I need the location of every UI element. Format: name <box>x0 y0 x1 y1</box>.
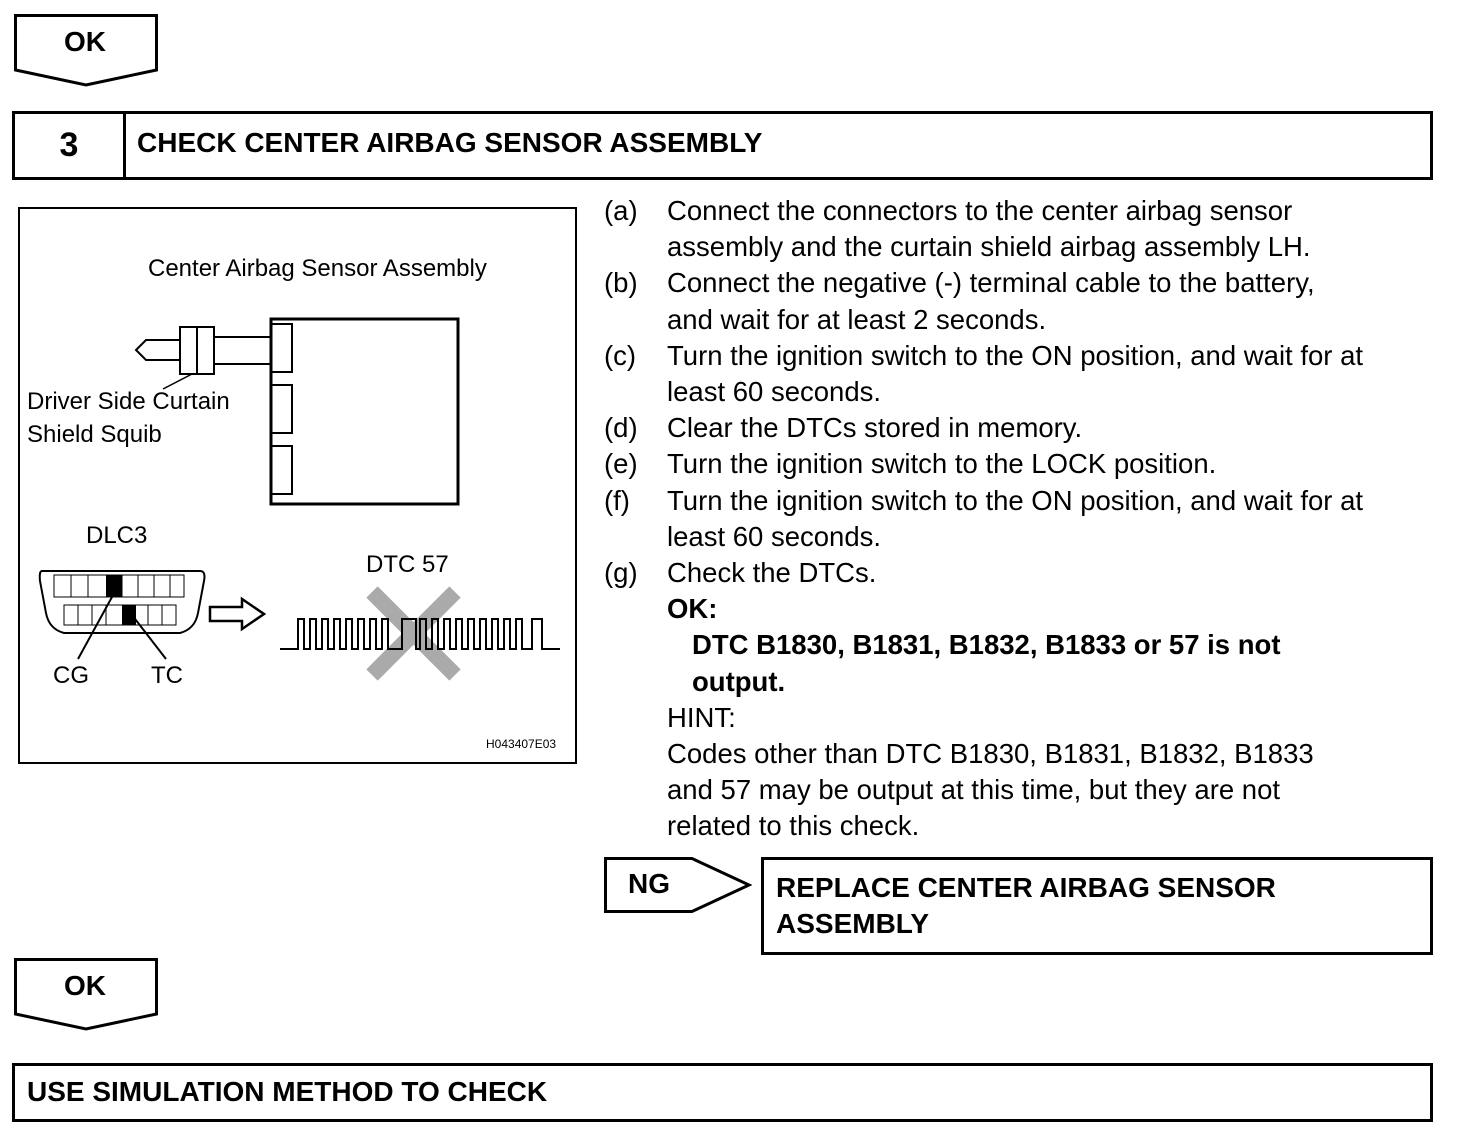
dtc-label: DTC 57 <box>366 551 449 578</box>
right-arrow-shape <box>604 857 752 913</box>
ng-label: NG <box>628 868 670 899</box>
assembly-label: Center Airbag Sensor Assembly <box>148 255 487 282</box>
ng-arrow: NG <box>604 857 752 915</box>
ok-criteria-line2: output. <box>692 665 786 697</box>
instruction-letter <box>604 374 667 410</box>
diagram-drawing <box>38 317 560 681</box>
instruction-text: Connect the negative (-) terminal cable … <box>667 267 1315 299</box>
instruction-text: Turn the ignition switch to the LOCK pos… <box>667 448 1217 480</box>
diagram-figure: Center Airbag Sensor Assembly Driver Sid… <box>18 207 577 764</box>
final-step-box: USE SIMULATION METHOD TO CHECK <box>12 1063 1433 1122</box>
down-arrow-shape <box>14 958 158 1031</box>
down-arrow-shape <box>14 14 158 87</box>
ok-arrow-top: OK <box>14 14 158 88</box>
instruction-letter: (e) <box>604 448 638 480</box>
step-title: CHECK CENTER AIRBAG SENSOR ASSEMBLY <box>137 127 763 158</box>
instruction-letter: (f) <box>604 484 630 516</box>
ng-action-line1: REPLACE CENTER AIRBAG SENSOR <box>776 872 1276 903</box>
instruction-letter: (c) <box>604 339 637 371</box>
squib-label-line2: Shield Squib <box>27 421 162 448</box>
ng-action-box: REPLACE CENTER AIRBAG SENSOR ASSEMBLY <box>761 857 1433 955</box>
instruction-line: assembly and the curtain shield airbag a… <box>604 229 1444 265</box>
instruction-line: (c) Turn the ignition switch to the ON po… <box>604 338 1444 374</box>
hint-line2: and 57 may be output at this time, but t… <box>667 774 1281 806</box>
dlc-label: DLC3 <box>86 522 148 549</box>
instruction-line: least 60 seconds. <box>604 519 1444 555</box>
instruction-text: Turn the ignition switch to the ON posit… <box>667 484 1363 516</box>
instruction-text: least 60 seconds. <box>667 520 882 552</box>
instruction-letter: (d) <box>604 412 638 444</box>
instruction-list: (a) Connect the connectors to the center … <box>604 193 1444 845</box>
instruction-line: (d) Clear the DTCs stored in memory. <box>604 410 1444 446</box>
instruction-text: Connect the connectors to the center air… <box>667 195 1293 226</box>
instruction-letter <box>604 302 667 338</box>
instruction-letter <box>604 229 667 265</box>
hint-label: HINT: <box>667 701 736 733</box>
ok-criteria-line1: DTC B1830, B1831, B1832, B1833 or 57 is … <box>692 629 1281 661</box>
instruction-line: (b) Connect the negative (-) terminal cab… <box>604 265 1444 301</box>
hint-line3: related to this check. <box>667 810 920 842</box>
tc-label: TC <box>151 662 183 689</box>
instruction-line: and wait for at least 2 seconds. <box>604 302 1444 338</box>
step-header: 3 CHECK CENTER AIRBAG SENSOR ASSEMBLY <box>12 111 1433 180</box>
ok-label: OK <box>64 26 106 57</box>
instruction-letter: (b) <box>604 267 638 299</box>
instruction-letter: (g) <box>604 557 638 589</box>
instruction-line: (e) Turn the ignition switch to the LOCK … <box>604 446 1444 482</box>
instruction-letter <box>604 519 667 555</box>
instruction-text: Check the DTCs. <box>667 557 877 589</box>
cg-label: CG <box>53 662 89 689</box>
squib-label-line1: Driver Side Curtain <box>27 388 230 415</box>
instruction-text: least 60 seconds. <box>667 376 882 408</box>
instruction-text: assembly and the curtain shield airbag a… <box>667 231 1311 263</box>
final-step-title: USE SIMULATION METHOD TO CHECK <box>27 1076 548 1107</box>
ok-arrow-bottom: OK <box>14 958 158 1032</box>
ok-label: OK <box>64 970 106 1001</box>
instruction-text: Turn the ignition switch to the ON posit… <box>667 339 1363 371</box>
instruction-text: Clear the DTCs stored in memory. <box>667 412 1083 444</box>
instruction-letter: (a) <box>604 195 638 226</box>
hint-line1: Codes other than DTC B1830, B1831, B1832… <box>667 738 1314 770</box>
instruction-line: (g) Check the DTCs. <box>604 555 1444 591</box>
ng-action-line2: ASSEMBLY <box>776 908 930 939</box>
instruction-line: least 60 seconds. <box>604 374 1444 410</box>
instruction-line: (f) Turn the ignition switch to the ON po… <box>604 483 1444 519</box>
instruction-text: and wait for at least 2 seconds. <box>667 303 1047 335</box>
step-number: 3 <box>15 114 126 177</box>
ok-criteria-label: OK: <box>667 593 718 625</box>
instruction-line: (a) Connect the connectors to the center … <box>604 193 1444 229</box>
figure-id: H043407E03 <box>486 737 557 751</box>
